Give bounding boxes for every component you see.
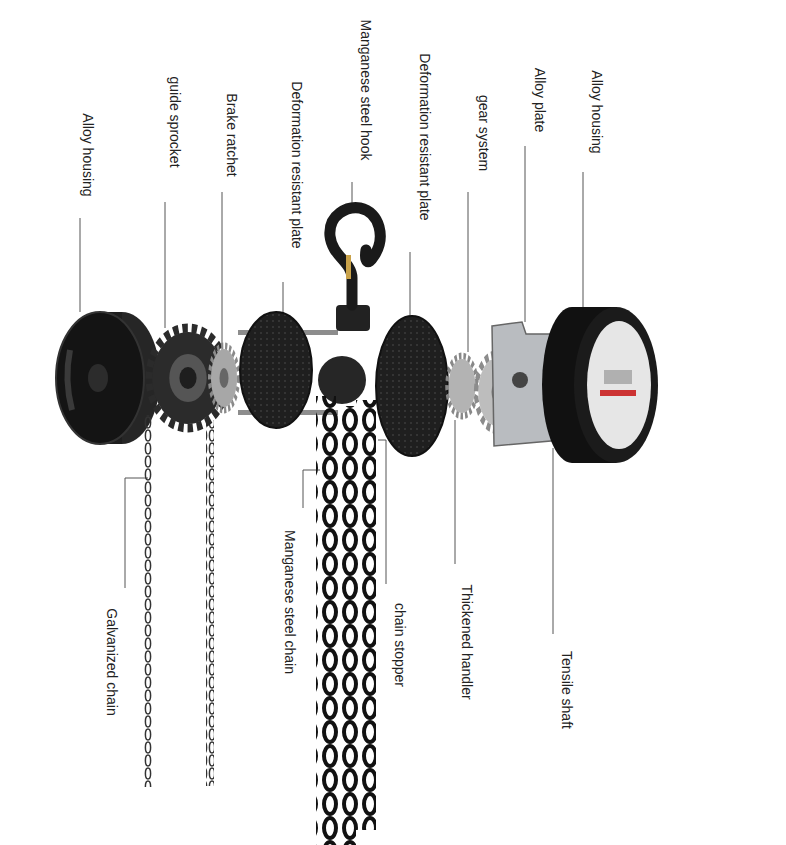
label-holder: Tensile shaft	[558, 651, 576, 729]
sprocket-center	[179, 367, 196, 389]
leader-line	[165, 202, 166, 328]
leader-line	[410, 252, 411, 316]
hook-body	[330, 208, 380, 305]
label-holder: Alloy housing	[588, 70, 606, 153]
housing-face	[574, 307, 658, 463]
part-label: Deformation resistant plate	[417, 53, 433, 220]
plate-hole	[512, 372, 528, 388]
leader-line	[525, 146, 526, 322]
part-label: Alloy plate	[532, 68, 548, 133]
label-holder: chain stopper	[391, 603, 409, 687]
decal-stripe	[600, 390, 636, 396]
hook-latch	[346, 255, 351, 279]
part-label: Thickened handler	[459, 584, 475, 699]
part-label: chain stopper	[392, 603, 408, 687]
leader-line	[583, 172, 584, 310]
label-holder: Manganese steel chain	[281, 530, 299, 674]
part-label: guide sprocket	[167, 76, 183, 167]
part-label: Alloy housing	[80, 113, 96, 196]
gear-body	[449, 359, 476, 413]
load-chain	[316, 396, 336, 845]
label-holder: Galvanized chain	[103, 608, 121, 715]
part-label: gear system	[476, 95, 492, 171]
leader-line	[455, 420, 456, 564]
load-chain	[336, 406, 356, 845]
gear	[447, 356, 477, 416]
part-label: Tensile shaft	[559, 651, 575, 729]
sprocket-hub	[169, 354, 206, 402]
leader-line	[283, 282, 284, 314]
label-holder: Brake ratchet	[223, 93, 241, 176]
ratchet-body	[211, 349, 237, 407]
hand-chain	[206, 420, 214, 786]
resistant-plate	[376, 316, 448, 456]
leader-line	[80, 218, 81, 312]
leader-line	[222, 192, 223, 348]
leader-line	[553, 448, 554, 634]
ratchet-hub	[220, 368, 229, 388]
housing-slot	[67, 350, 72, 410]
housing-face	[56, 312, 144, 444]
part-label: Deformation resistant plate	[289, 81, 305, 248]
brake-ratchet	[210, 346, 239, 410]
part-label: Brake ratchet	[224, 93, 240, 176]
housing-boss	[88, 364, 108, 392]
load-chain	[356, 400, 376, 830]
label-holder: Deformation resistant plate	[416, 53, 434, 220]
housing-decal	[587, 321, 651, 449]
part-label: Galvanized chain	[104, 608, 120, 715]
ratchet-teeth	[210, 346, 239, 410]
leader-line	[468, 192, 469, 352]
hand-chain	[144, 415, 152, 787]
part-label: Manganese steel hook	[358, 20, 374, 161]
label-holder: Alloy housing	[79, 113, 97, 196]
part-label: Alloy housing	[589, 70, 605, 153]
decal-block	[604, 370, 632, 384]
gear-teeth	[447, 356, 477, 416]
label-holder: Thickened handler	[458, 584, 476, 699]
part-label: Manganese steel chain	[282, 530, 298, 674]
label-holder: guide sprocket	[166, 76, 184, 167]
leader-line	[378, 440, 386, 584]
label-holder: Manganese steel hook	[357, 20, 375, 161]
label-holder: Deformation resistant plate	[288, 81, 306, 248]
label-holder: Alloy plate	[531, 68, 549, 133]
label-holder: gear system	[475, 95, 493, 171]
resistant-plate	[240, 312, 312, 428]
